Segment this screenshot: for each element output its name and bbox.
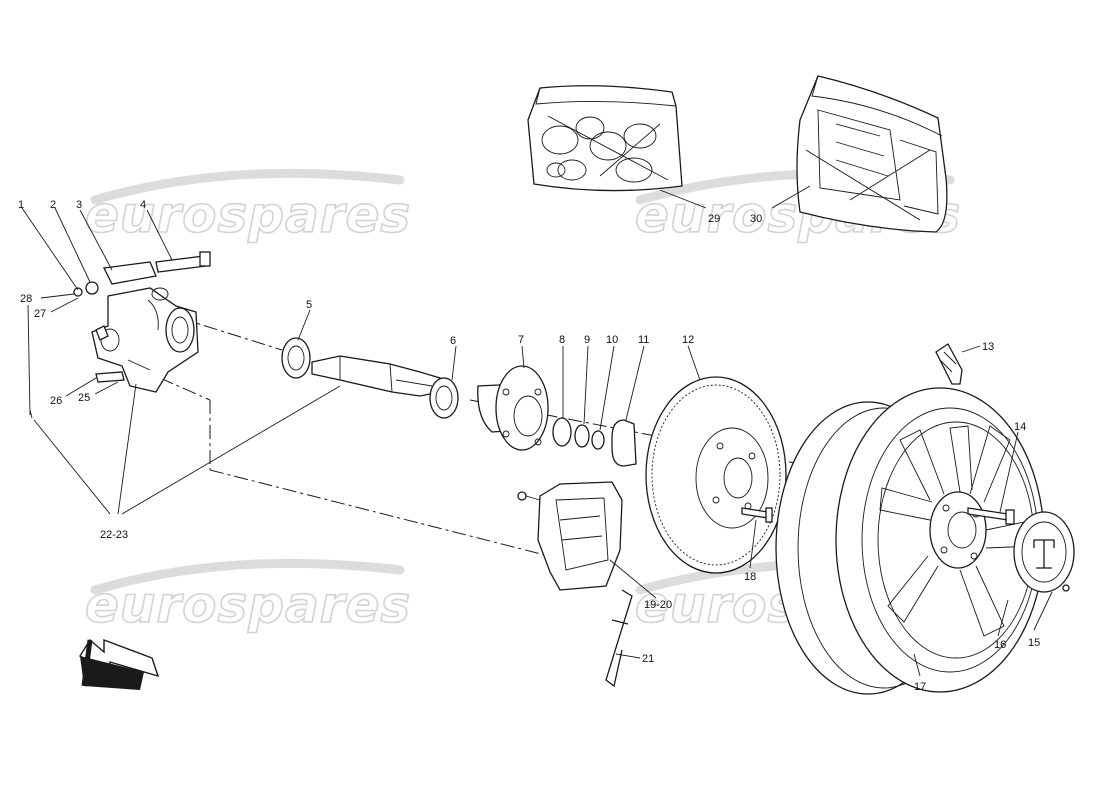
- spring-clip-21: [605, 589, 633, 688]
- callout-26: 26: [50, 395, 62, 407]
- upper-arm-parts: [73, 251, 211, 383]
- stub-axle: [311, 355, 441, 397]
- callout-18: 18: [744, 571, 756, 583]
- gasket-kit-bag: [796, 75, 948, 233]
- callout-8: 8: [559, 334, 565, 346]
- bolt-4: [155, 255, 207, 273]
- callout-7: 7: [518, 334, 524, 346]
- callout-12: 12: [682, 334, 694, 346]
- callout-1: 1: [18, 199, 24, 211]
- leader-lines: [21, 185, 1053, 677]
- callout-21: 21: [642, 653, 654, 665]
- callout-13: 13: [982, 341, 994, 353]
- callout-27: 27: [34, 308, 46, 320]
- wheel-stud-14: [967, 507, 1015, 525]
- bolt-18: [741, 507, 773, 523]
- callout-29: 29: [708, 213, 720, 225]
- seal-kit-bag: [527, 85, 683, 192]
- callout-2: 2: [50, 199, 56, 211]
- centre-cap-15: [1013, 511, 1075, 593]
- callout-28: 28: [20, 293, 32, 305]
- callout-14: 14: [1014, 421, 1026, 433]
- arrow-down-left-icon: [79, 638, 160, 690]
- callout-15: 15: [1028, 637, 1040, 649]
- callout-17: 17: [914, 681, 926, 693]
- callout-5: 5: [306, 299, 312, 311]
- callout-25: 25: [78, 392, 90, 404]
- washer-2: [85, 281, 99, 295]
- callout-11: 11: [638, 334, 649, 346]
- callout-30: 30: [750, 213, 762, 225]
- hub-small-parts: [552, 417, 637, 467]
- brake-caliper: [517, 481, 623, 591]
- bearing-6: [429, 377, 459, 419]
- callout-6: 6: [450, 335, 456, 347]
- callout-22-23: 22-23: [100, 529, 128, 541]
- callout-labels: 1 2 3 4 28 27 26 25 22-23 5 6 7 8 9 10 1…: [18, 199, 1040, 693]
- watermark-top-left: eurospares: [85, 186, 411, 244]
- callout-9: 9: [584, 334, 590, 346]
- hub-7: [477, 365, 549, 451]
- brake-disc-12: [645, 376, 787, 574]
- callout-3: 3: [76, 199, 82, 211]
- steering-knuckle: [91, 287, 199, 393]
- nut-1: [73, 287, 83, 297]
- tire-valve-13: [935, 343, 963, 385]
- callout-16: 16: [994, 639, 1006, 651]
- trident-icon: [1033, 539, 1055, 569]
- bolt-26: [95, 371, 125, 383]
- wheel-rim: [775, 387, 1045, 695]
- callout-10: 10: [606, 334, 618, 346]
- watermark-bottom-left: eurospares: [85, 576, 411, 634]
- seal-5: [281, 337, 311, 379]
- callout-19-20: 19-20: [644, 599, 672, 611]
- callout-4: 4: [140, 199, 146, 211]
